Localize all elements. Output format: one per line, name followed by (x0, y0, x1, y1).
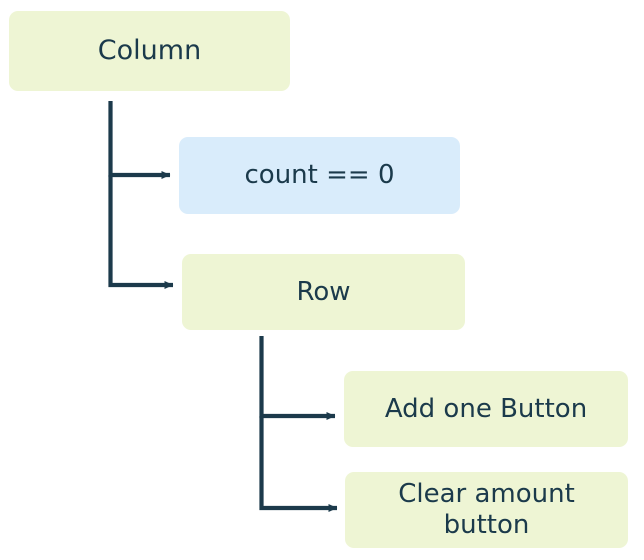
node-column-label: Column (97, 35, 202, 67)
edge-row-clear (259, 416, 338, 512)
node-clear-amount-button[interactable]: Clear amount button (345, 472, 628, 548)
node-add-one-button[interactable]: Add one Button (344, 371, 628, 447)
node-row-label: Row (296, 276, 351, 307)
node-add-one-button-label: Add one Button (384, 393, 588, 424)
edge-column-condition (108, 101, 171, 179)
node-clear-amount-button-label: Clear amount button (398, 479, 575, 540)
node-condition-label: count == 0 (244, 160, 395, 191)
node-condition[interactable]: count == 0 (179, 137, 460, 214)
edge-row-add (259, 336, 336, 420)
node-row[interactable]: Row (182, 254, 465, 330)
node-column[interactable]: Column (9, 11, 290, 91)
edge-column-row (108, 175, 174, 289)
